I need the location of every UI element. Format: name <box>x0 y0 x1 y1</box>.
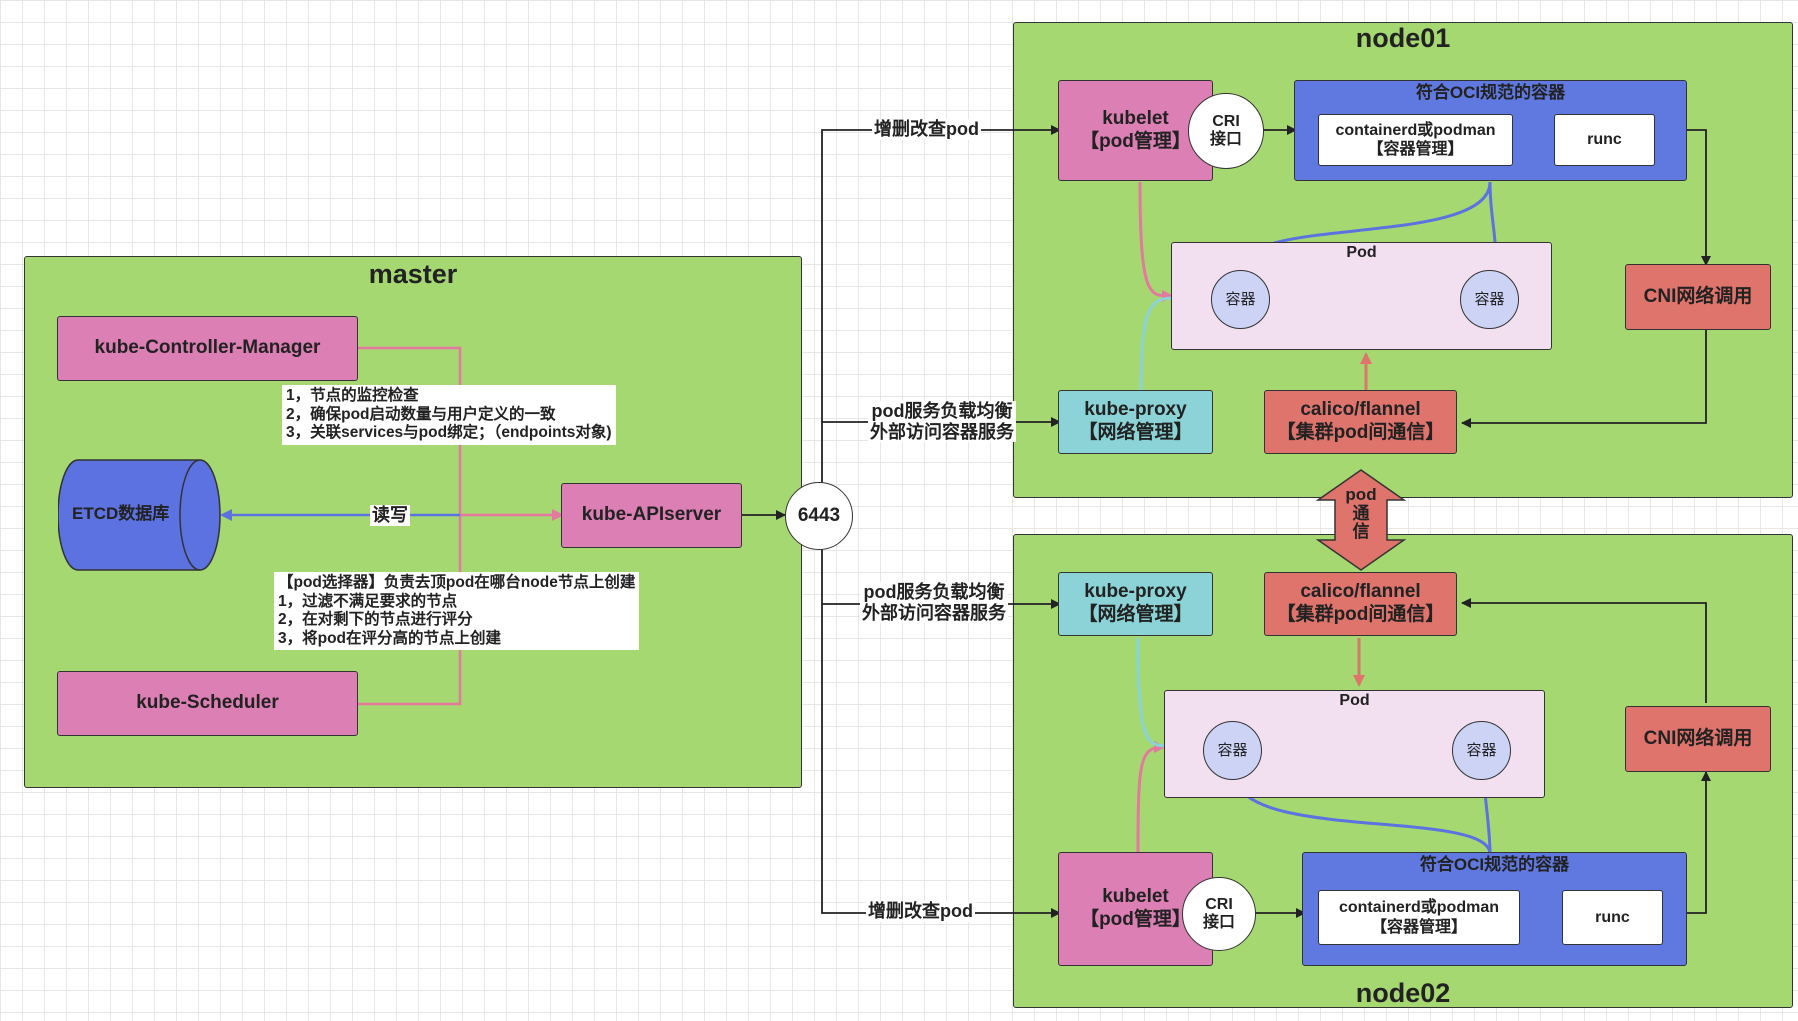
pod-comm-char: 信 <box>1352 522 1370 542</box>
lb-label-line1: pod服务负载均衡 <box>871 401 1013 421</box>
kube-proxy-label: kube-proxy <box>1084 399 1187 421</box>
lb-label-node01: pod服务负载均衡 外部访问容器服务 <box>868 401 1016 443</box>
cri-label: CRI <box>1212 112 1240 130</box>
kube-scheduler-label: kube-Scheduler <box>136 692 279 714</box>
node01-kube-proxy-box[interactable]: kube-proxy 【网络管理】 <box>1058 390 1213 454</box>
port-6443-circle[interactable]: 6443 <box>785 482 853 550</box>
calico-label: calico/flannel <box>1300 399 1421 421</box>
controller-notes: 1，节点的监控检查 2，确保pod启动数量与用户定义的一致 3，关联servic… <box>282 385 616 445</box>
node01-cni-box[interactable]: CNI网络调用 <box>1625 264 1771 330</box>
cni-label: CNI网络调用 <box>1643 727 1753 749</box>
calico-label: calico/flannel <box>1300 581 1421 603</box>
controller-note-item: 3，关联services与pod绑定；（endpoints对象) <box>286 424 612 442</box>
cni-label: CNI网络调用 <box>1643 285 1753 307</box>
etcd-database[interactable]: ETCD数据库 <box>58 458 222 572</box>
crud-pod-label-node01: 增删改查pod <box>872 119 981 140</box>
pod-comm-label: pod 通 信 <box>1335 485 1387 542</box>
pod-label: Pod <box>1339 692 1370 709</box>
lb-label-line2: 外部访问容器服务 <box>862 602 1006 623</box>
node02-kube-proxy-box[interactable]: kube-proxy 【网络管理】 <box>1058 572 1213 636</box>
node02-cri-circle[interactable]: CRI 接口 <box>1182 877 1256 951</box>
scheduler-note-item: 【pod选择器】负责去顶pod在哪台node节点上创建 <box>278 574 636 591</box>
kubelet-label: kubelet <box>1102 886 1169 908</box>
node01-runc-box[interactable]: runc <box>1554 114 1655 166</box>
oci-title: 符合OCI规范的容器 <box>1415 83 1566 102</box>
kube-controller-manager-label: kube-Controller-Manager <box>94 337 321 359</box>
container-label: 容器 <box>1466 741 1497 759</box>
kube-apiserver-box[interactable]: kube-APIserver <box>561 483 742 548</box>
node01-kubelet-box[interactable]: kubelet 【pod管理】 <box>1058 80 1213 181</box>
cri-sublabel: 接口 <box>1209 131 1242 148</box>
node02-container-a[interactable]: 容器 <box>1203 721 1262 780</box>
lb-label-node02: pod服务负载均衡 外部访问容器服务 <box>860 582 1008 624</box>
kube-controller-manager-box[interactable]: kube-Controller-Manager <box>57 316 358 381</box>
master-title: master <box>368 259 458 289</box>
controller-note-item: 2，确保pod启动数量与用户定义的一致 <box>286 405 556 423</box>
node02-containerd-box[interactable]: containerd或podman 【容器管理】 <box>1318 890 1520 945</box>
container-label: 容器 <box>1474 290 1505 308</box>
kubelet-sublabel: 【pod管理】 <box>1080 909 1191 930</box>
container-label: 容器 <box>1225 290 1256 308</box>
lb-label-line2: 外部访问容器服务 <box>870 421 1014 442</box>
cri-label: CRI <box>1205 895 1233 913</box>
crud-pod-label-node02: 增删改查pod <box>866 901 975 922</box>
scheduler-note-item: 1，过滤不满足要求的节点 <box>278 592 458 610</box>
node02-runc-box[interactable]: runc <box>1562 890 1663 945</box>
read-write-label: 读写 <box>370 505 410 526</box>
node01-container-b[interactable]: 容器 <box>1460 270 1519 329</box>
pod-comm-char: pod <box>1345 485 1377 504</box>
containerd-sublabel: 【容器管理】 <box>1367 141 1464 158</box>
kube-scheduler-box[interactable]: kube-Scheduler <box>57 671 358 736</box>
scheduler-note-item: 2，在对剩下的节点进行评分 <box>278 611 473 629</box>
kubelet-sublabel: 【pod管理】 <box>1080 130 1191 152</box>
kube-apiserver-label: kube-APIserver <box>581 504 722 526</box>
node02-title: node02 <box>1355 978 1451 1008</box>
kube-proxy-sublabel: 【网络管理】 <box>1078 422 1193 443</box>
etcd-label: ETCD数据库 <box>72 504 170 523</box>
node02-calico-box[interactable]: calico/flannel 【集群pod间通信】 <box>1264 572 1457 636</box>
node01-title: node01 <box>1355 23 1451 53</box>
calico-sublabel: 【集群pod间通信】 <box>1276 604 1445 625</box>
oci-title: 符合OCI规范的容器 <box>1419 855 1570 874</box>
node01-calico-box[interactable]: calico/flannel 【集群pod间通信】 <box>1264 390 1457 454</box>
container-label: 容器 <box>1217 741 1248 759</box>
lb-label-line1: pod服务负载均衡 <box>863 582 1005 602</box>
kube-proxy-label: kube-proxy <box>1084 581 1187 603</box>
controller-note-item: 1，节点的监控检查 <box>286 387 419 404</box>
etcd-cylinder-shape <box>58 459 221 571</box>
pod-label: Pod <box>1346 244 1377 261</box>
node02-cni-box[interactable]: CNI网络调用 <box>1625 706 1771 772</box>
node01-container-a[interactable]: 容器 <box>1211 270 1270 329</box>
containerd-sublabel: 【容器管理】 <box>1370 918 1467 936</box>
node01-cri-circle[interactable]: CRI 接口 <box>1188 93 1264 169</box>
runc-label: runc <box>1595 908 1630 926</box>
pod-comm-char: 通 <box>1352 503 1370 523</box>
containerd-label: containerd或podman <box>1338 899 1499 917</box>
cri-sublabel: 接口 <box>1202 914 1235 931</box>
calico-sublabel: 【集群pod间通信】 <box>1276 422 1445 443</box>
node01-containerd-box[interactable]: containerd或podman 【容器管理】 <box>1318 114 1513 166</box>
kube-proxy-sublabel: 【网络管理】 <box>1078 604 1193 625</box>
scheduler-note-item: 3，将pod在评分高的节点上创建 <box>278 629 502 647</box>
runc-label: runc <box>1587 131 1622 149</box>
node02-container-b[interactable]: 容器 <box>1452 721 1511 780</box>
scheduler-notes: 【pod选择器】负责去顶pod在哪台node节点上创建 1，过滤不满足要求的节点… <box>274 572 640 651</box>
kubelet-label: kubelet <box>1102 107 1169 129</box>
containerd-label: containerd或podman <box>1335 121 1496 139</box>
port-6443-label: 6443 <box>797 505 841 527</box>
